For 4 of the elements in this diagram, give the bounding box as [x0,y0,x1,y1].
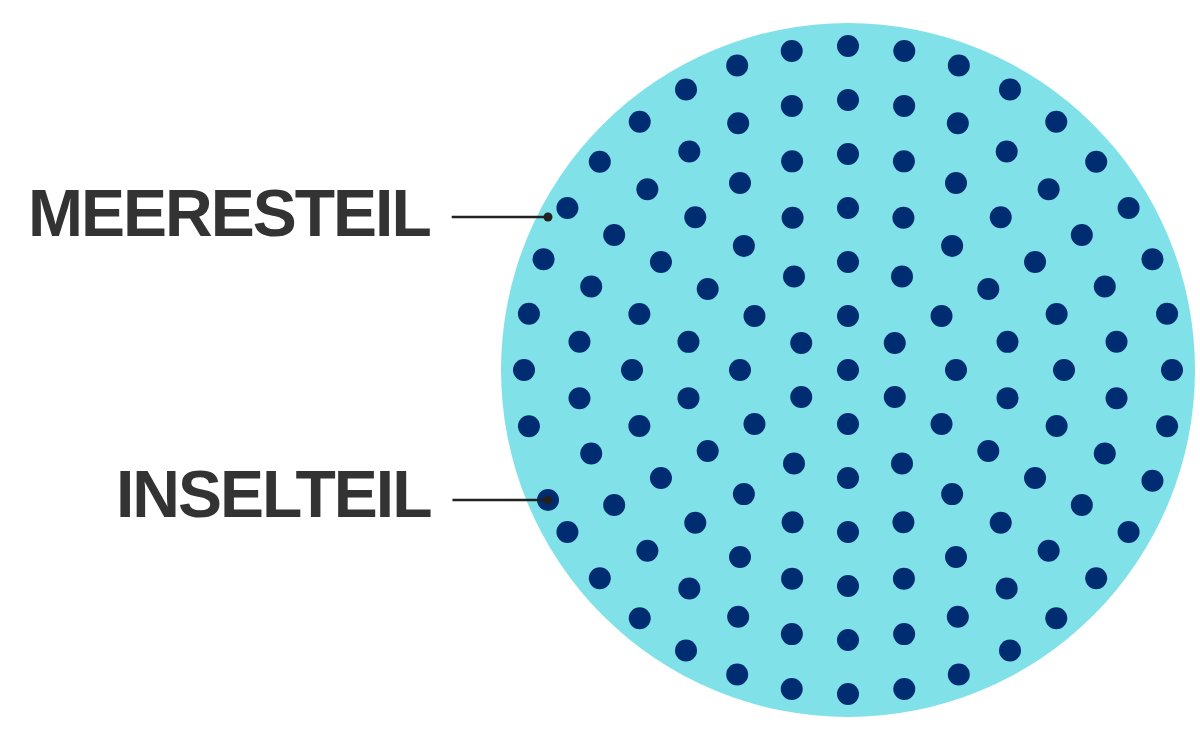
part-label: MEERESTEIL [28,180,430,246]
part-label: INSELTEIL [116,461,431,527]
leader-line [451,212,553,222]
leader-line [452,495,553,505]
